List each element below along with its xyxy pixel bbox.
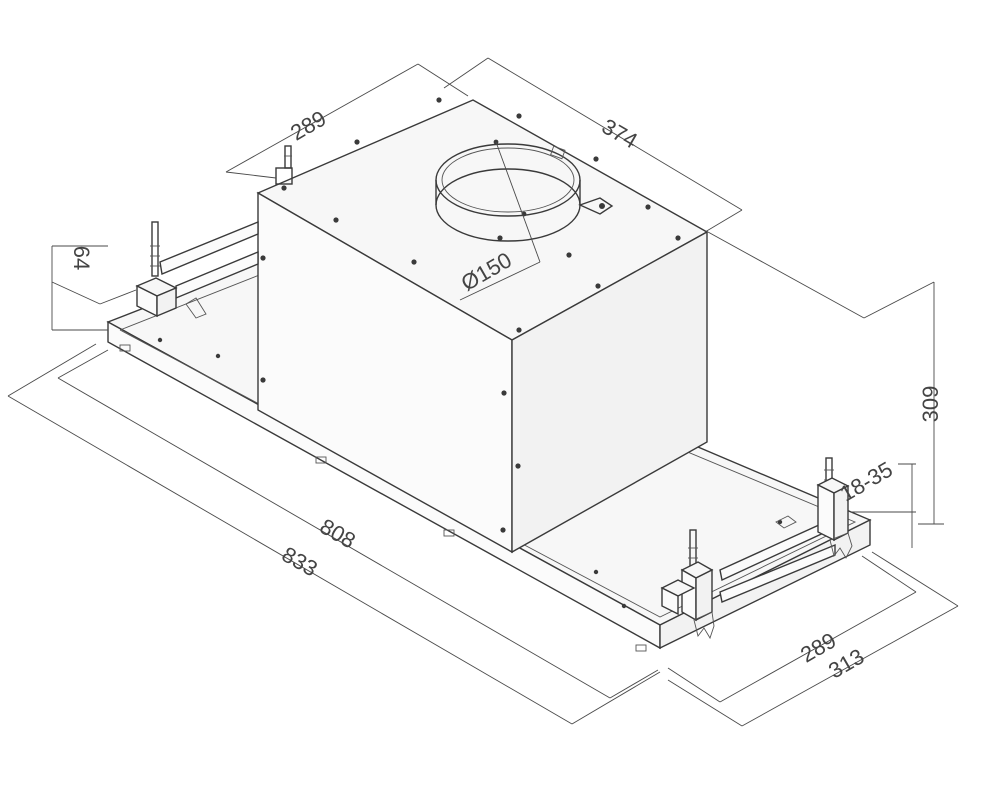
dim-label-inner-width: 808 xyxy=(316,513,360,553)
dim-label-adjustment-range: 18-35 xyxy=(836,457,897,507)
dim-label-bracket-height: 64 xyxy=(69,246,94,270)
dim-label-body-height: 309 xyxy=(918,386,943,423)
mounting-bracket-back-left xyxy=(275,145,293,185)
motor-housing xyxy=(256,97,709,554)
mounting-bracket-left xyxy=(135,220,259,319)
dimension-bracket-height: 64 xyxy=(51,245,137,331)
dim-label-top-width: 374 xyxy=(598,113,642,153)
mounting-bracket-right-front xyxy=(660,529,715,640)
dimension-body-height: 309 xyxy=(707,231,944,525)
dim-label-outer-width: 833 xyxy=(278,541,322,581)
mounting-bracket-right-back xyxy=(719,457,853,603)
dim-label-top-depth: 289 xyxy=(286,105,330,145)
outlet-collar xyxy=(435,139,614,263)
